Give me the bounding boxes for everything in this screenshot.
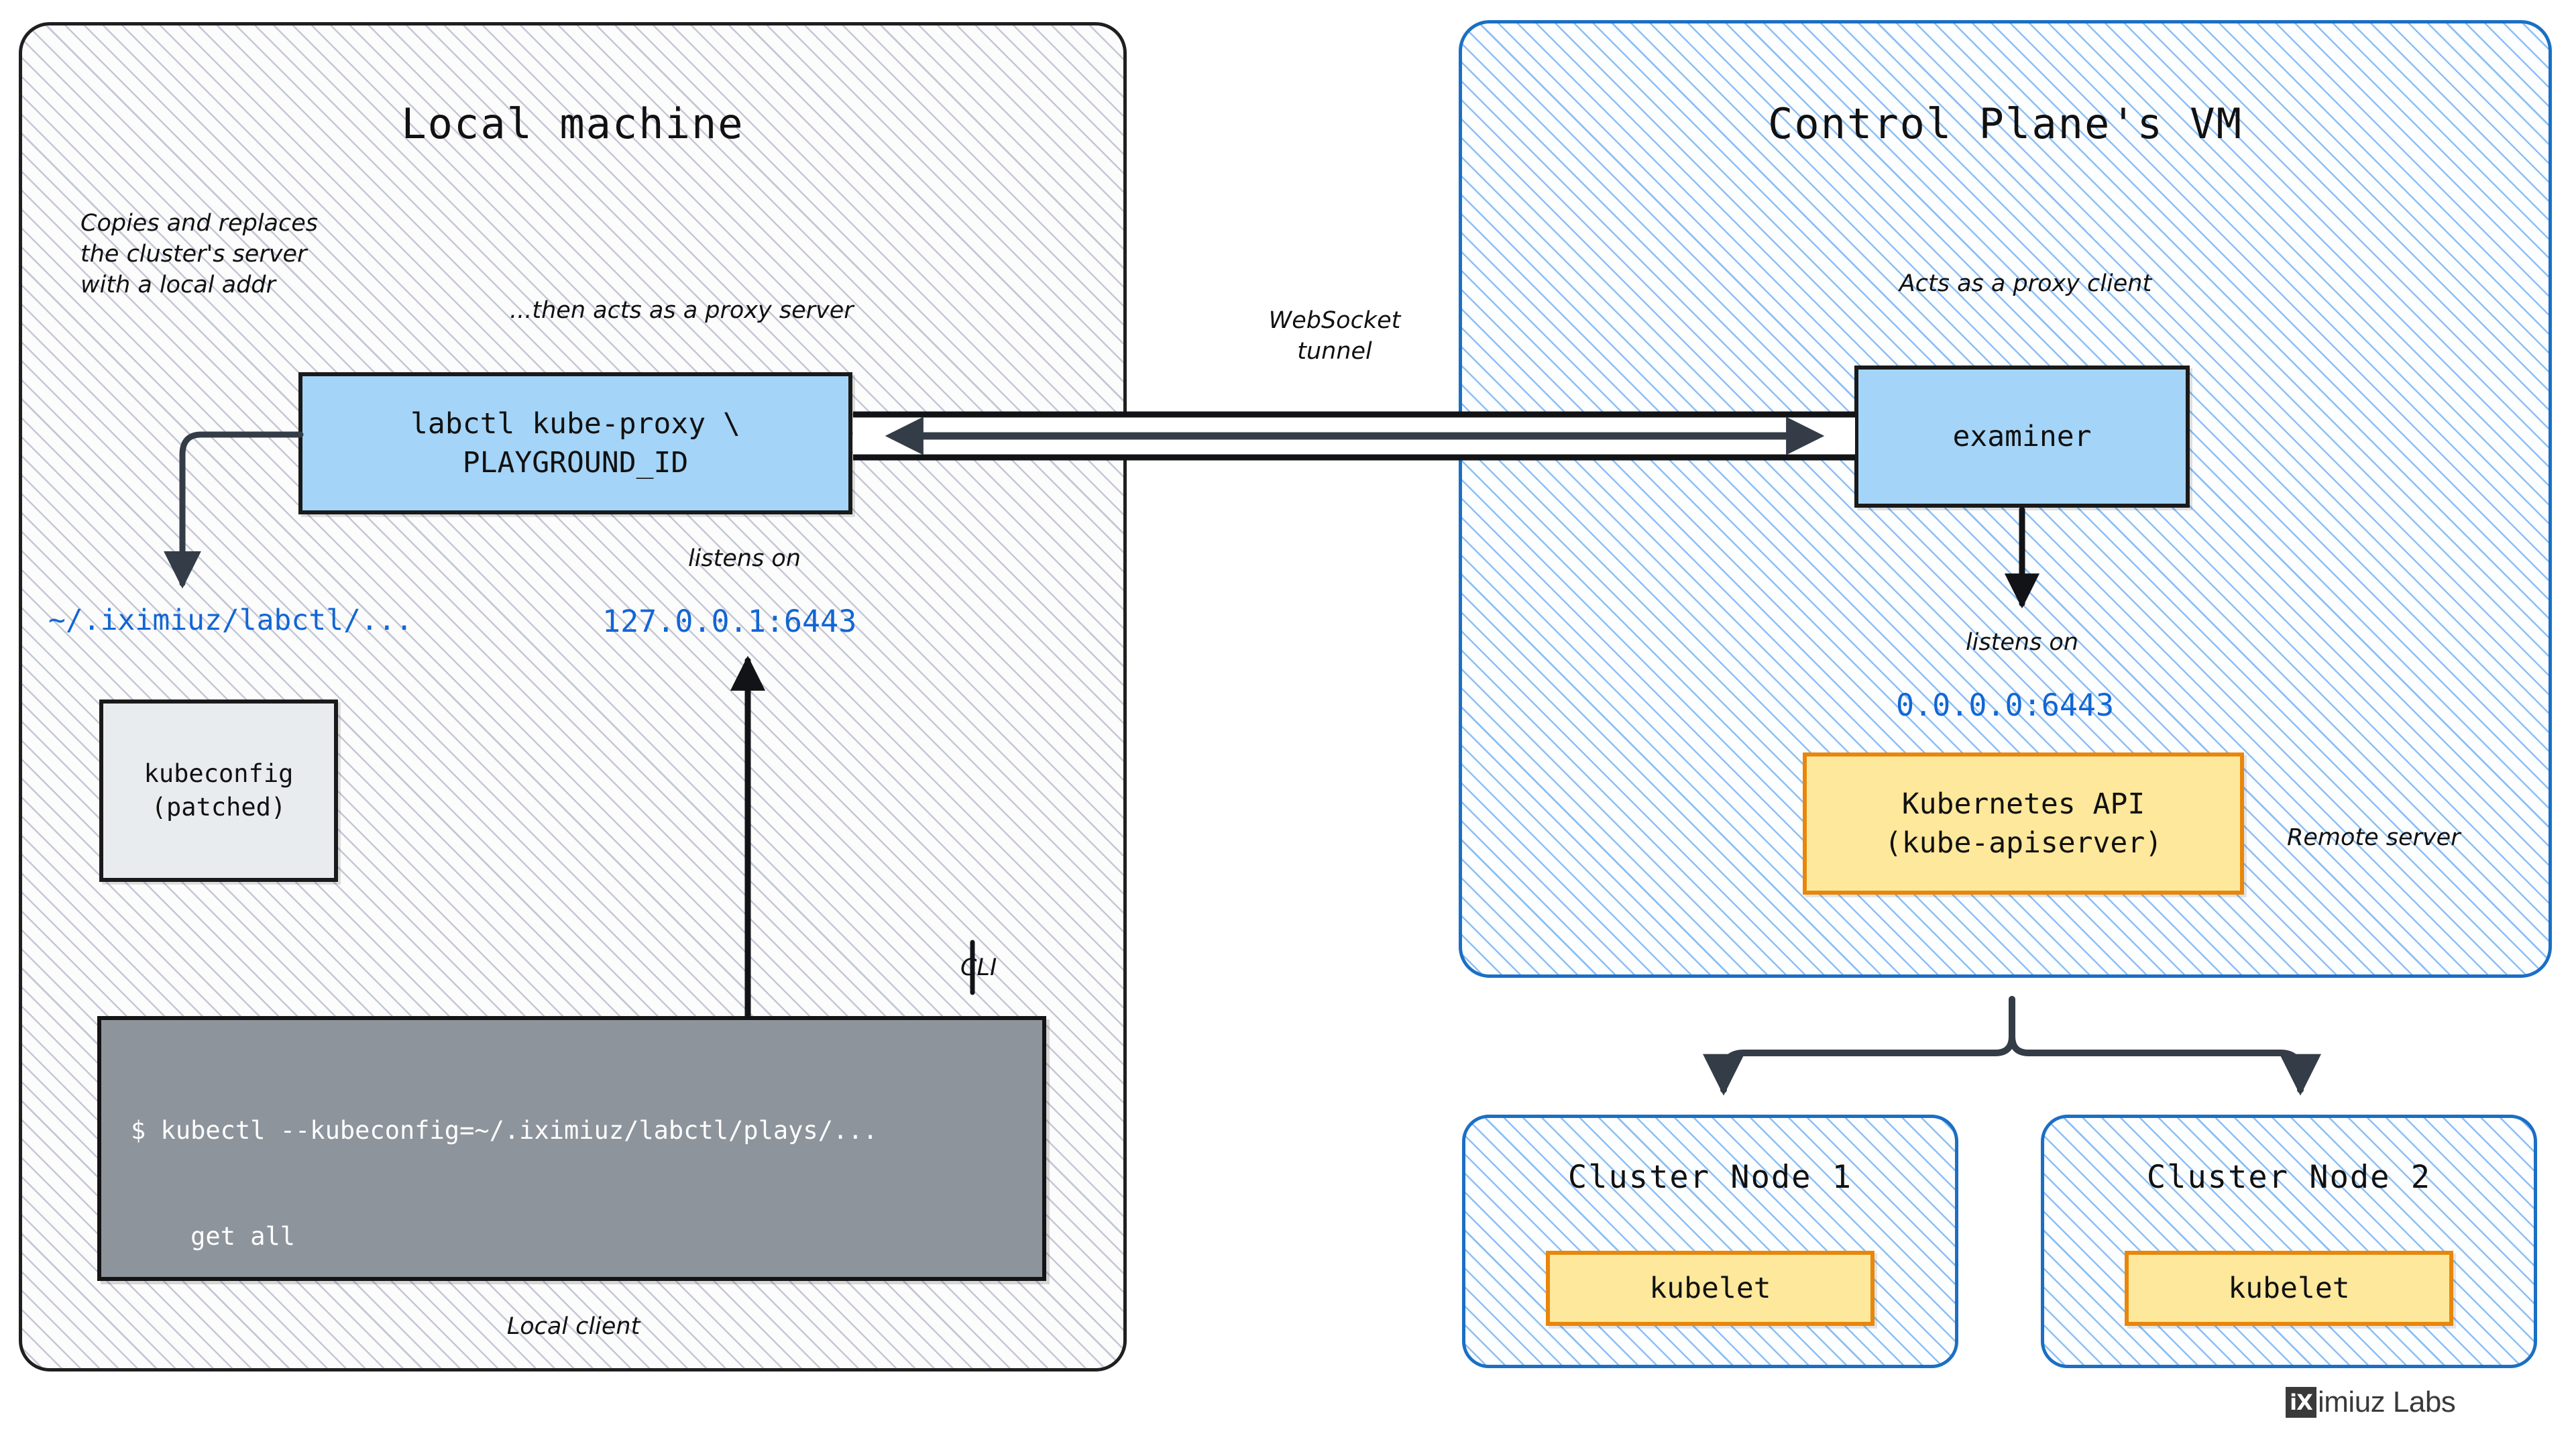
note-acts-as-proxy-client: Acts as a proxy client — [1899, 270, 2152, 297]
note-listens-on-vm: listens on — [1965, 629, 2079, 656]
vm-bind-address: 0.0.0.0:6443 — [1896, 687, 2115, 723]
terminal-command-line-2: get all — [131, 1221, 296, 1251]
cluster-node-2-container — [2041, 1115, 2537, 1368]
labctl-kube-proxy-box[interactable]: labctl kube-proxy \ PLAYGROUND_ID — [298, 372, 852, 514]
cluster-node-1-kubelet-box[interactable]: kubelet — [1546, 1251, 1874, 1326]
terminal-command-line-1: $ kubectl --kubeconfig=~/.iximiuz/labctl… — [131, 1116, 878, 1145]
terminal-table-header: NAMETYPECLUSTER-IP — [131, 1419, 1042, 1456]
kubeconfig-path-label: ~/.iximiuz/labctl/... — [48, 604, 413, 637]
arrow-apiserver-to-node-1 — [1703, 996, 2015, 1096]
kube-apiserver-box[interactable]: Kubernetes API (kube-apiserver) — [1803, 752, 2244, 895]
local-machine-title: Local machine — [401, 99, 744, 148]
kubeconfig-box: kubeconfig (patched) — [99, 699, 338, 882]
cluster-node-2-title: Cluster Node 2 — [2146, 1159, 2432, 1196]
local-listen-address: 127.0.0.1:6443 — [602, 604, 857, 639]
arrow-apiserver-to-node-2 — [2009, 996, 2321, 1096]
cluster-node-2-kubelet-box[interactable]: kubelet — [2125, 1251, 2453, 1326]
control-plane-vm-title: Control Plane's VM — [1768, 99, 2243, 148]
cluster-node-1-container — [1462, 1115, 1958, 1368]
note-proxy-server: ...then acts as a proxy server — [510, 297, 854, 324]
websocket-tunnel-label: WebSocket tunnel — [1268, 307, 1401, 366]
brand-logo: iX imiuz Labs — [2286, 1386, 2456, 1419]
note-copies-and-replaces: Copies and replaces the cluster's server… — [80, 210, 318, 299]
cluster-node-1-title: Cluster Node 1 — [1567, 1159, 1853, 1196]
brand-wordmark: imiuz Labs — [2318, 1386, 2456, 1418]
cli-label: CLI — [960, 954, 997, 981]
local-client-label: Local client — [506, 1313, 640, 1340]
terminal-window[interactable]: $ kubectl --kubeconfig=~/.iximiuz/labctl… — [97, 1016, 1046, 1281]
note-listens-on-local: listens on — [687, 545, 801, 572]
examiner-box[interactable]: examiner — [1854, 366, 2190, 508]
note-remote-server: Remote server — [2287, 824, 2461, 851]
iximiuz-mark-icon: iX — [2286, 1387, 2316, 1418]
